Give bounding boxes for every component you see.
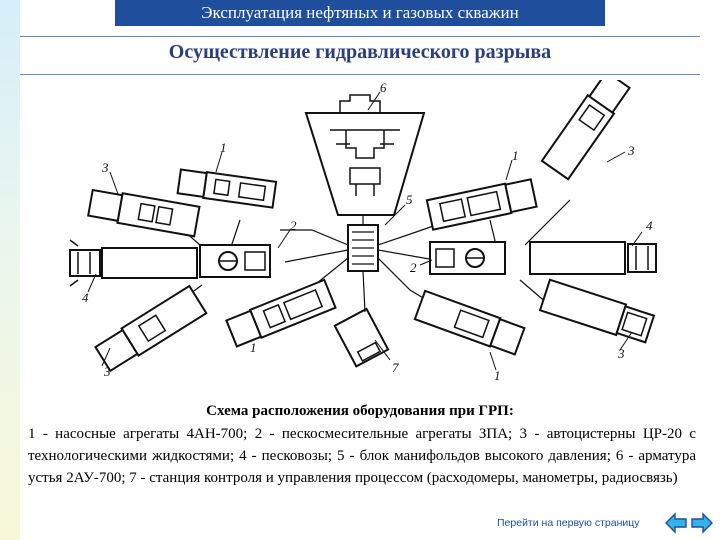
header-bar: Эксплуатация нефтяных и газовых скважин — [115, 0, 605, 26]
label-4-left: 4 — [82, 290, 89, 305]
pump-unit-bottom-left — [225, 278, 337, 348]
label-3-bottom-right: 3 — [617, 346, 625, 361]
label-1-top-right: 1 — [512, 148, 519, 163]
arrow-left-icon[interactable] — [664, 512, 688, 534]
wellhead-frame — [304, 112, 426, 216]
caption-body: 1 - насосные агрегаты 4АН-700; 2 - песко… — [28, 426, 696, 486]
arrow-right-icon[interactable] — [690, 512, 714, 534]
slide-title: Осуществление гидравлического разрыва — [168, 41, 552, 63]
divider-top — [20, 36, 700, 37]
caption-title: Схема расположения оборудования при ГРП: — [206, 403, 514, 419]
label-6: 6 — [380, 80, 387, 95]
pump-unit-top-left — [176, 168, 278, 209]
first-page-link[interactable]: Перейти на первую страницу — [497, 517, 640, 529]
tanker-bottom-right — [538, 278, 656, 344]
truck-right-middle — [529, 241, 657, 275]
label-2-left: 2 — [290, 218, 297, 233]
label-4-right: 4 — [646, 218, 653, 233]
label-1-bottom-left: 1 — [250, 340, 257, 355]
tanker-bottom-left — [94, 284, 208, 373]
label-5: 5 — [406, 192, 413, 207]
label-3-bottom-left: 3 — [103, 364, 111, 379]
divider-bottom — [20, 74, 700, 75]
label-1-bottom-right: 1 — [494, 368, 501, 383]
label-3-top-left: 3 — [101, 160, 109, 175]
control-station — [333, 307, 390, 368]
pump-unit-top-right — [425, 178, 538, 231]
tanker-top-left — [87, 188, 201, 238]
label-1-top-left: 1 — [220, 140, 227, 155]
pump-unit-bottom-right — [413, 289, 526, 356]
truck-left-middle — [69, 239, 198, 287]
sand-mixer-right — [429, 241, 506, 275]
label-7: 7 — [392, 360, 399, 375]
wellhead-fittings — [330, 94, 400, 196]
equipment-layout-diagram: 6 5 7 1 3 2 4 3 1 1 3 4 2 3 1 — [69, 80, 657, 383]
label-3-top-right: 3 — [627, 143, 635, 158]
sand-mixer-left — [199, 244, 271, 278]
label-2-right: 2 — [410, 260, 417, 275]
header-title: Эксплуатация нефтяных и газовых скважин — [201, 3, 519, 22]
tanker-top-right — [540, 80, 631, 181]
